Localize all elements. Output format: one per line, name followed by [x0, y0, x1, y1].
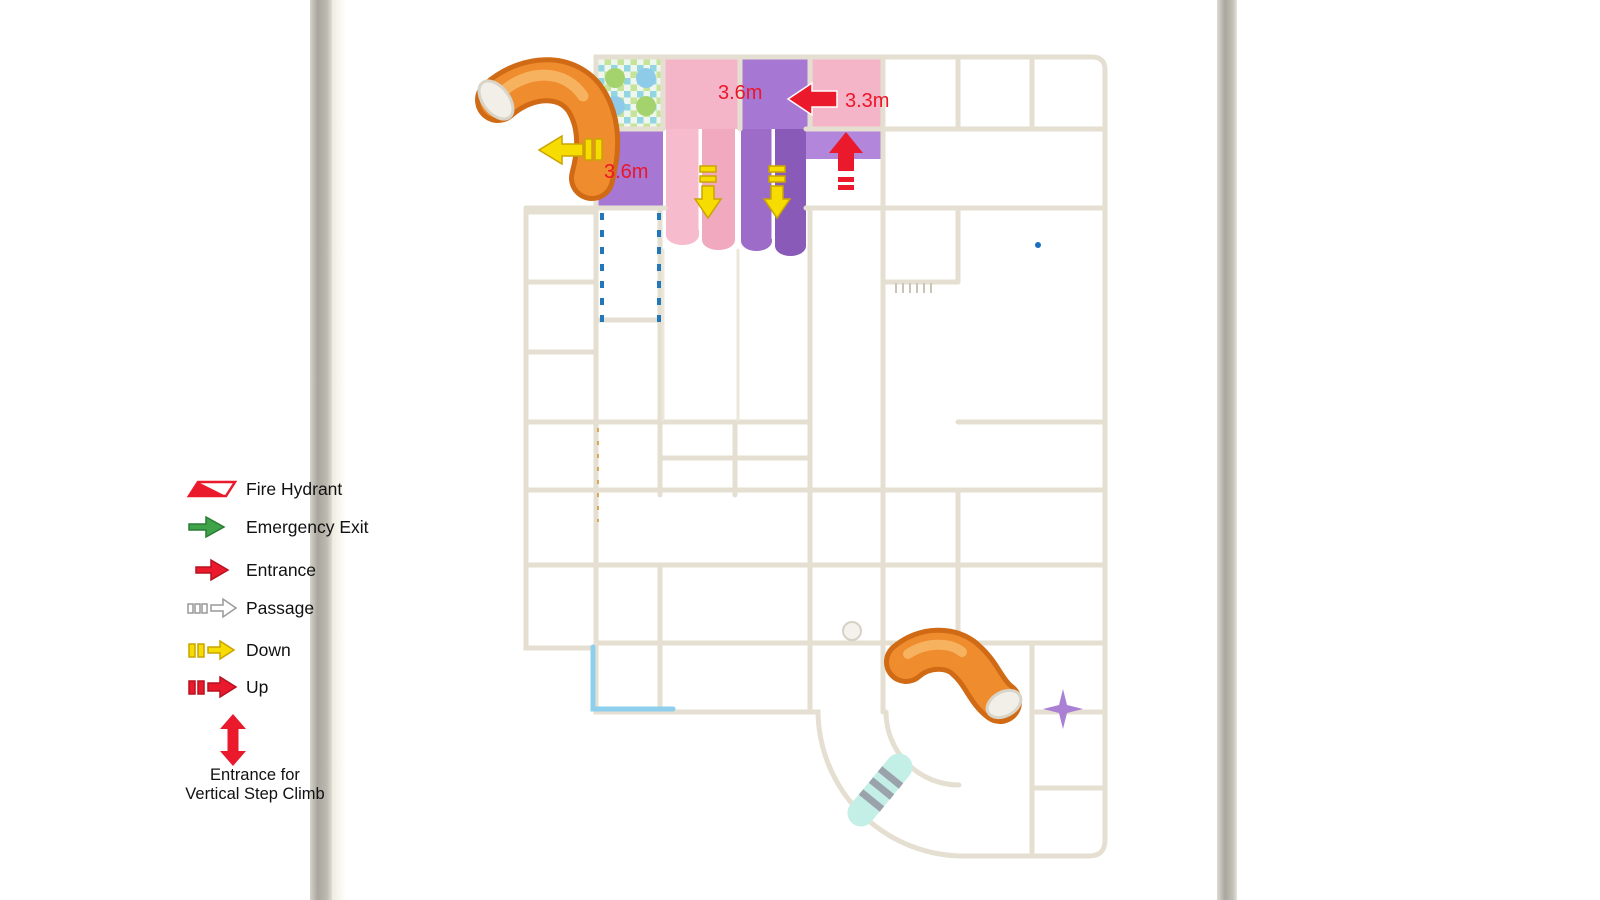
- spiral-tube-slide-bottom: [884, 627, 1023, 724]
- ball-pit-edge: [590, 644, 676, 712]
- legend-item-down: Down: [186, 637, 291, 663]
- left-border-bar: [310, 0, 332, 900]
- down-arrow-slide-2: [762, 165, 792, 220]
- legend-item-entrance: Entrance: [186, 557, 316, 583]
- legend-label-vertical-climb-line1: Entrance for: [210, 766, 300, 784]
- measurement-labels: 3.6m 3.3m 3.6m: [604, 82, 889, 183]
- spiral-tube-slide-top: [475, 57, 621, 201]
- legend-label-vertical-climb: Entrance for Vertical Step Climb: [155, 766, 355, 804]
- slide-lanes: [666, 129, 806, 256]
- structure-frame: [523, 54, 1108, 859]
- legend-label-passage: Passage: [246, 597, 315, 618]
- down-arrow-left-tube: [537, 134, 603, 166]
- legend-item-emergency-exit: Emergency Exit: [186, 514, 369, 540]
- legend-item-fire-hydrant: Fire Hydrant: [186, 476, 342, 502]
- down-arrow-slide-1: [693, 165, 723, 220]
- climb-wall-dashes: [600, 213, 661, 322]
- play-zones: [596, 57, 883, 208]
- legend-label-emergency-exit: Emergency Exit: [246, 516, 369, 537]
- height-label-3: 3.6m: [604, 161, 648, 183]
- roller-tube: [847, 753, 913, 827]
- legend-label-vertical-climb-line2: Vertical Step Climb: [185, 785, 325, 803]
- fire-hydrant-icon: [186, 479, 246, 499]
- height-label-2: 3.3m: [845, 90, 889, 112]
- legend-label-down: Down: [246, 639, 291, 660]
- stair-hatch-marks: [895, 283, 932, 293]
- emergency-exit-icon: [186, 515, 246, 539]
- legend-item-passage: Passage: [186, 595, 314, 621]
- entrance-arrow-left: [786, 81, 838, 117]
- legend-label-fire-hydrant: Fire Hydrant: [246, 478, 343, 499]
- up-icon: [186, 675, 246, 699]
- left-border-shadow: [332, 0, 346, 900]
- right-border-bar: [1217, 0, 1237, 900]
- legend-item-up: Up: [186, 674, 268, 700]
- down-icon: [186, 638, 246, 662]
- post-circle: [842, 621, 862, 641]
- legend: Fire Hydrant Emergency Exit Entrance: [0, 0, 400, 900]
- legend-label-entrance: Entrance: [246, 559, 317, 580]
- height-label-1: 3.6m: [718, 82, 762, 104]
- up-arrow: [829, 132, 863, 190]
- vertical-climb-icon: [216, 712, 250, 773]
- passage-icon: [186, 596, 246, 620]
- entrance-icon: [186, 558, 246, 582]
- plan-details: [590, 213, 1083, 827]
- legend-label-up: Up: [246, 676, 269, 697]
- blue-dot: [1035, 242, 1041, 248]
- plan-arrows: [537, 81, 863, 220]
- purple-star: [1043, 689, 1083, 729]
